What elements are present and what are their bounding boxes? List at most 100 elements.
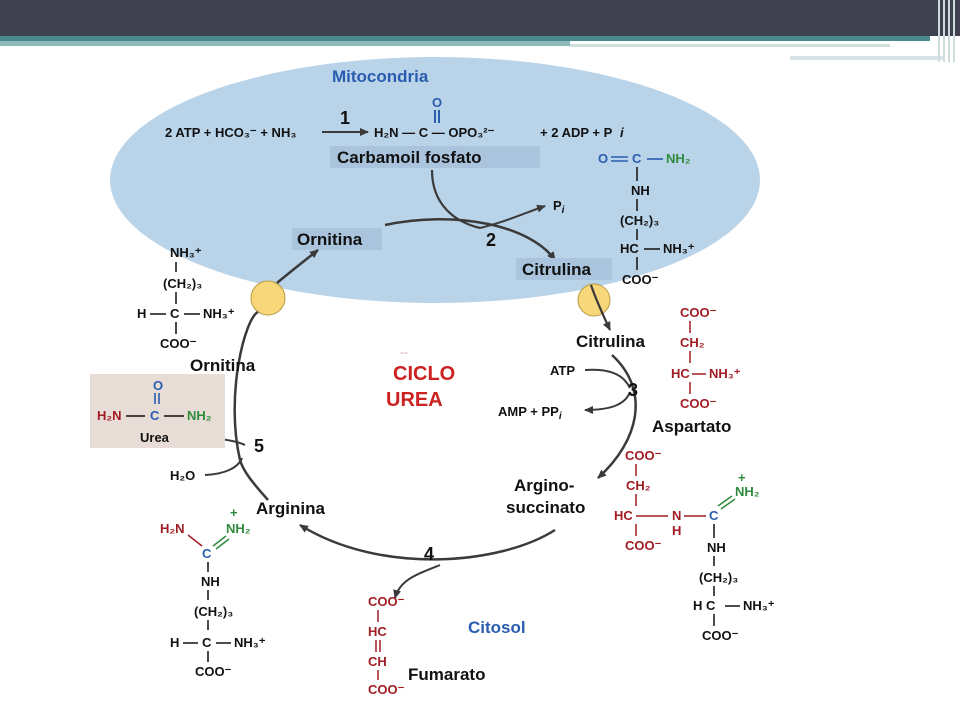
atp-label: ATP: [550, 363, 575, 378]
cycle-arc-ornithine-up: [233, 310, 259, 461]
argininosuccinate-structure: COO⁻ CH₂ HC N H C + NH₂ COO⁻ NH (CH₂)₃ H…: [614, 448, 775, 643]
accent-band: [0, 36, 930, 41]
arg-nh3: NH₃⁺: [234, 635, 266, 650]
ornitina-cytosol-label: Ornitina: [190, 356, 256, 375]
ornithine-nh3: NH₃⁺: [203, 306, 235, 321]
as-nh: NH: [707, 540, 726, 555]
cycle-arc-step5: [238, 459, 269, 501]
fum-hc: HC: [368, 624, 387, 639]
step-5-number: 5: [254, 436, 264, 456]
pi-release-arrow: [479, 204, 546, 229]
atp-in-arrow: [584, 368, 631, 389]
urea-box: [90, 374, 225, 448]
as-ch2-3: (CH₂)₃: [699, 570, 738, 585]
urea-o: O: [153, 378, 163, 393]
arg-nh: NH: [201, 574, 220, 589]
citrulline-ch2: (CH₂)₃: [620, 213, 659, 228]
amp-out-arrow: [584, 391, 631, 414]
citrulline-structure: O C NH₂ NH (CH₂)₃ HC NH₃⁺ COO⁻: [598, 151, 695, 287]
water-label: H₂O: [170, 468, 195, 483]
carbamoil-label-box: [330, 146, 540, 168]
citrulline-nh3: NH₃⁺: [663, 241, 695, 256]
citrulina-cytosol-label: Citrulina: [576, 332, 645, 351]
citrulline-out-arrow: [589, 284, 611, 331]
fumarato-label: Fumarato: [408, 665, 485, 684]
as-coo-end: COO⁻: [702, 628, 739, 643]
carbamoyl-to-step2-arrow: [430, 169, 481, 230]
cycle-title-line1: CICLO: [393, 363, 455, 385]
ornithine-coo: COO⁻: [160, 336, 197, 351]
as-c: C: [709, 508, 719, 523]
as-nh2: NH₂: [735, 484, 760, 499]
citrulina-mito-label: Citrulina: [522, 260, 591, 279]
step-4-number: 4: [424, 544, 434, 564]
urea-nh2: NH₂: [187, 408, 212, 423]
ornithine-into-mito-arrow: [276, 249, 319, 284]
argino-label-1: Argino-: [514, 476, 574, 495]
urea-h2n: H₂N: [97, 408, 122, 423]
citrulline-coo: COO⁻: [622, 272, 659, 287]
ornithine-nh3-top: NH₃⁺: [170, 245, 202, 260]
ornithine-to-citrulline-arrow: [384, 218, 557, 261]
citrulline-nh: NH: [631, 183, 650, 198]
ornitina-mito-label: Ornitina: [297, 230, 363, 249]
decorative-stripes: [938, 0, 956, 62]
citrulline-nh2: NH₂: [666, 151, 691, 166]
urea-structure: O H₂N C NH₂: [97, 378, 212, 423]
arg-calpha: C: [202, 635, 212, 650]
carbonyl-oxygen: O: [432, 95, 442, 110]
arg-nh2: NH₂: [226, 521, 251, 536]
argino-label-2: succinato: [506, 498, 585, 517]
urea-c: C: [150, 408, 160, 423]
reaction-1-reactants: 2 ATP + HCO₃⁻ + NH₃: [165, 125, 296, 140]
as-h: H: [672, 523, 681, 538]
aspartato-label: Aspartato: [652, 417, 731, 436]
arg-ch2: (CH₂)₃: [194, 604, 233, 619]
arginina-label: Arginina: [256, 499, 325, 518]
aspartate-structure: COO⁻ CH₂ HC NH₃⁺ COO⁻: [671, 305, 741, 411]
fum-coo-top: COO⁻: [368, 594, 405, 609]
aspartate-ch2: CH₂: [680, 335, 705, 350]
arg-c: C: [202, 546, 212, 561]
arginine-structure: H₂N + NH₂ C NH (CH₂)₃ H C NH₃⁺ COO⁻: [160, 505, 266, 679]
fumarate-out-arrow: [393, 564, 441, 599]
carbamoil-fosfato-label: Carbamoil fosfato: [337, 148, 482, 167]
ornithine-structure: NH₃⁺ (CH₂)₃ H C NH₃⁺ COO⁻: [137, 245, 235, 351]
ornithine-ch2: (CH₂)₃: [163, 276, 202, 291]
arg-plus: +: [230, 505, 238, 520]
reaction-1-byproducts: + 2 ADP + P: [540, 125, 613, 140]
fum-ch: CH: [368, 654, 387, 669]
pi-product: Pi: [553, 198, 565, 216]
citosol-label: Citosol: [468, 618, 526, 637]
aspartate-coo-bottom: COO⁻: [680, 396, 717, 411]
as-coo-top: COO⁻: [625, 448, 662, 463]
citrulline-hc: HC: [620, 241, 639, 256]
ornithine-h: H: [137, 306, 146, 321]
accent-band-faint: [570, 44, 890, 47]
arg-h2n: H₂N: [160, 521, 185, 536]
aspartate-nh3: NH₃⁺: [709, 366, 741, 381]
mitochondrion: [110, 57, 760, 303]
as-n: N: [672, 508, 681, 523]
citrulline-o: O: [598, 151, 608, 166]
carbamoyl-phosphate-formula: H₂N — C — OPO₃²⁻: [374, 125, 495, 140]
step-1-number: 1: [340, 108, 350, 128]
as-hc-bottom: H C: [693, 598, 716, 613]
arg-h: H: [170, 635, 179, 650]
fumarate-structure: COO⁻ HC CH COO⁻: [368, 594, 405, 697]
step-3-number: 3: [628, 380, 638, 400]
citrulina-mito-box: [516, 258, 612, 280]
as-hc: HC: [614, 508, 633, 523]
aspartate-coo-top: COO⁻: [680, 305, 717, 320]
accent-band-short: [790, 56, 945, 60]
step-2-number: 2: [486, 230, 496, 250]
as-coo-bottom: COO⁻: [625, 538, 662, 553]
as-plus: +: [738, 470, 746, 485]
fum-coo-bottom: COO⁻: [368, 682, 405, 697]
cycle-title-faint: --: [400, 345, 408, 359]
pi-subscript: i: [620, 125, 624, 140]
ornitina-mito-box: [292, 228, 382, 250]
mitochondria-label: Mitocondria: [332, 67, 429, 86]
ornithine-transporter: [250, 280, 286, 316]
